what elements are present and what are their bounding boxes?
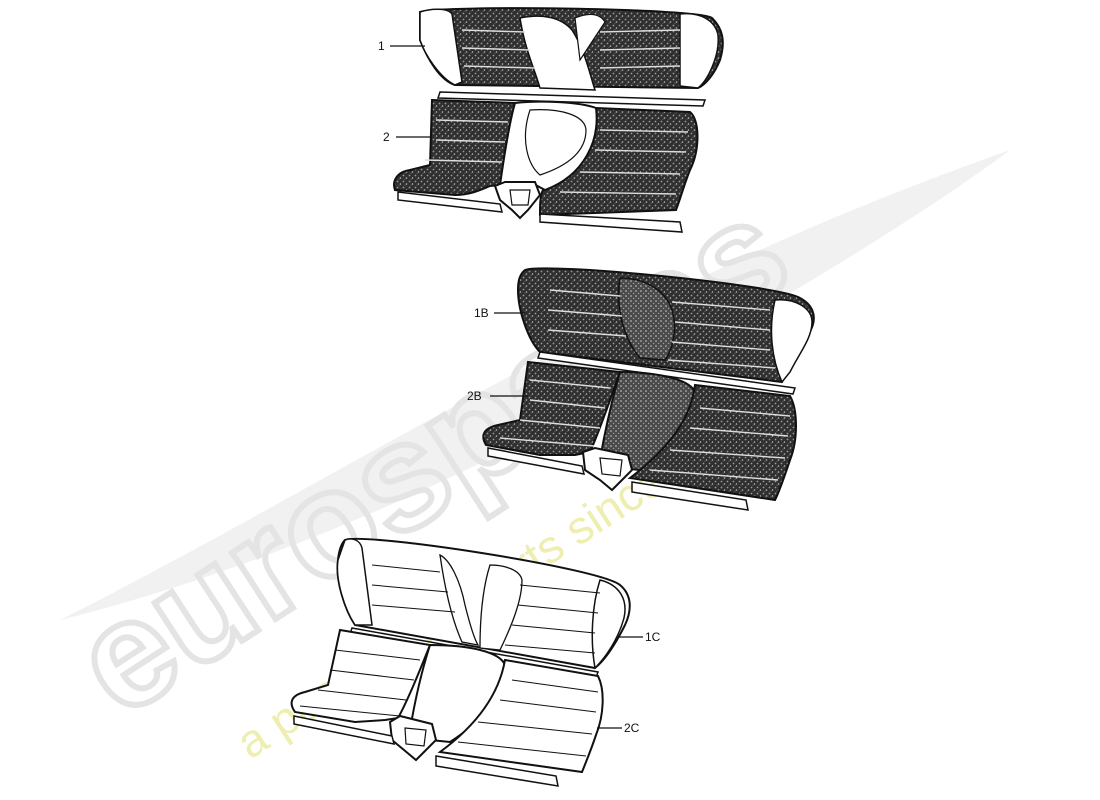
- seat-cushion-2: [393, 98, 699, 233]
- leader-lines: [390, 45, 643, 729]
- callout-2B: 2B: [467, 389, 482, 403]
- callout-1C: 1C: [645, 630, 661, 644]
- callout-2C: 2C: [624, 721, 640, 735]
- seat-cushion-2B: [482, 360, 797, 511]
- seat-back-1B: [516, 267, 815, 395]
- callout-1B: 1B: [474, 306, 489, 320]
- seat-cushion-2C: [290, 628, 604, 787]
- callout-1: 1: [378, 39, 385, 53]
- callout-2: 2: [383, 130, 390, 144]
- seat-back-1: [419, 7, 724, 107]
